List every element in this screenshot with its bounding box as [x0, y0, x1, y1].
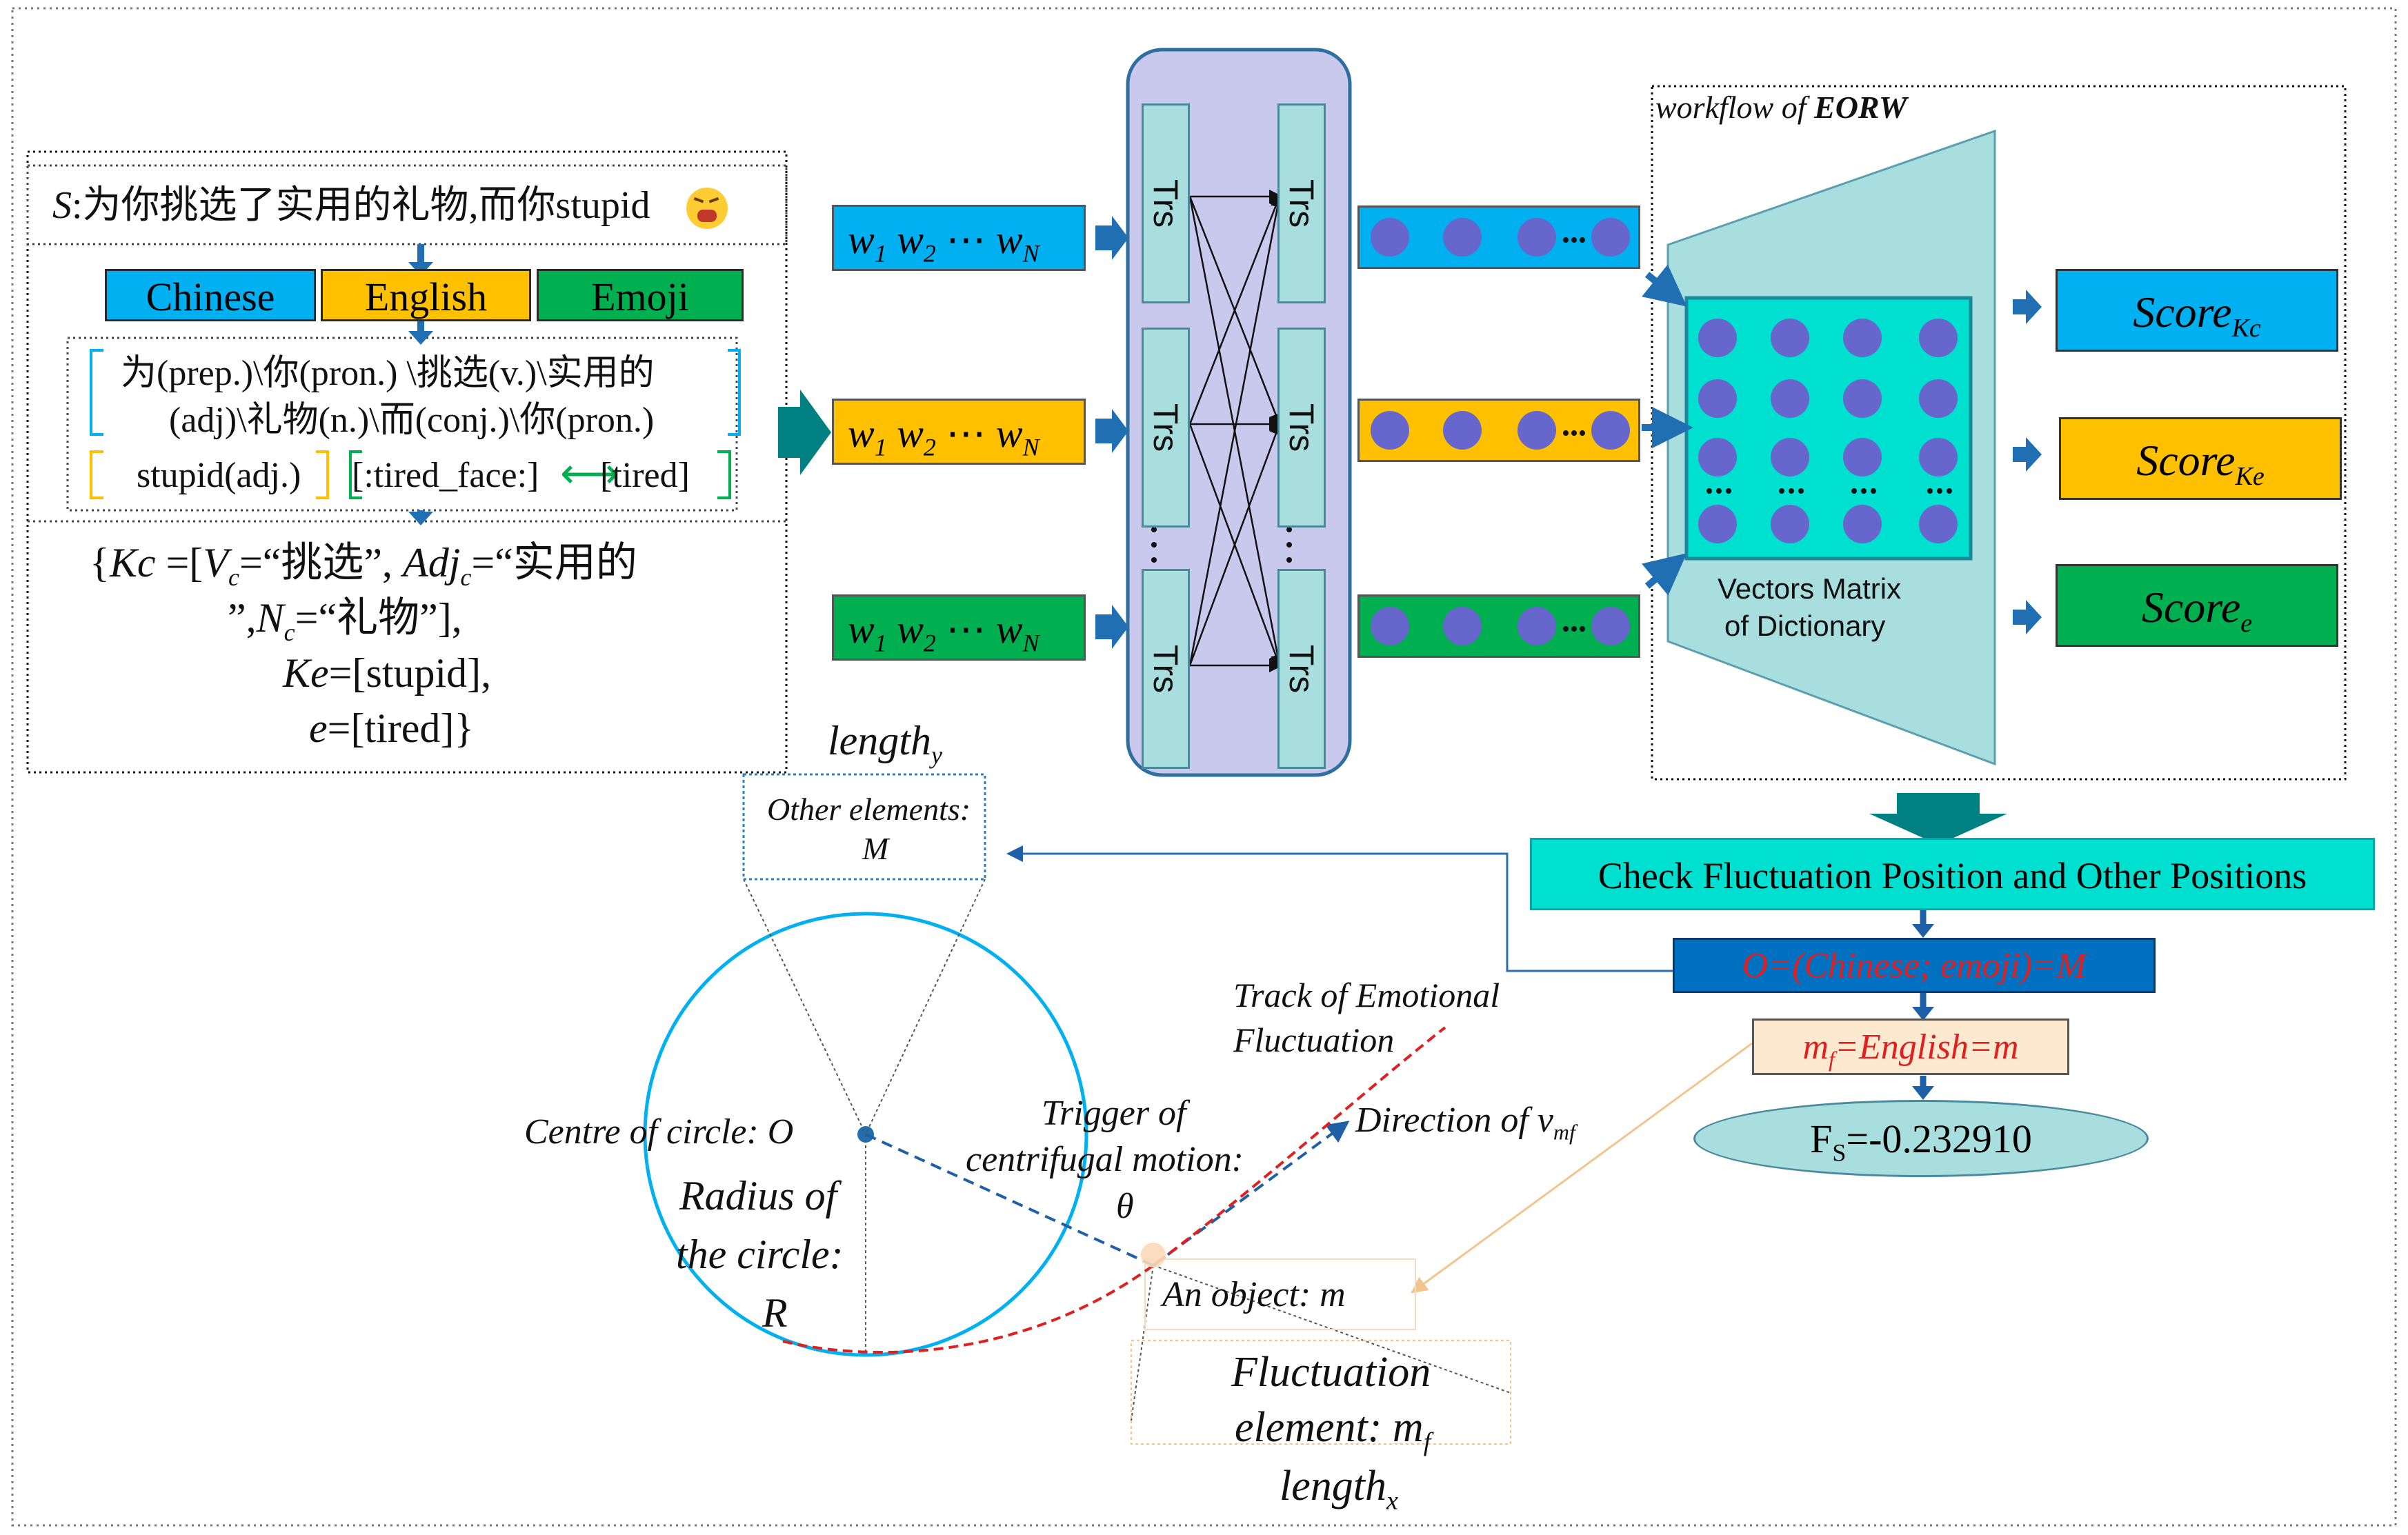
other-elements-symbol: M	[862, 831, 889, 866]
vector-output-chinese	[1357, 205, 1640, 269]
trs-block-left-1: Trs	[1142, 103, 1190, 303]
o-equals-box: O=(Chinese; emoji)=M	[1673, 938, 2156, 993]
double-arrow-icon: ⟷	[560, 450, 620, 496]
score-e: Scoree	[2056, 564, 2338, 647]
length-x-label: lengthx	[1280, 1463, 1398, 1516]
radius-label-1: Radius of	[679, 1173, 837, 1218]
keys-line-1: {Kc =[Vc=“挑选”, Adjc=“实用的	[90, 540, 637, 591]
fluctuation-label-1: Fluctuation	[1231, 1349, 1431, 1396]
keys-line-3: Ke=[stupid],	[283, 650, 492, 696]
trs-block-right-2: Trs	[1277, 328, 1326, 528]
sentence-text: S:为你挑选了实用的礼物,而你stupid	[52, 184, 650, 227]
score-ke: ScoreKe	[2059, 417, 2342, 500]
radius-label-3: R	[762, 1290, 788, 1336]
down-arrow-3	[408, 512, 433, 525]
track-label-1: Track of Emotional	[1233, 976, 1500, 1014]
pos-emoji-code: [:tired_face:]	[352, 456, 539, 495]
fluctuation-box	[1131, 1340, 1511, 1445]
trs-block-right-3: Trs	[1277, 569, 1326, 769]
trigger-label-1: Trigger of	[1042, 1094, 1186, 1133]
word-sequence-emoji: w1 w2 ⋯ wN	[832, 594, 1086, 661]
fs-result-ellipse: FS=-0.232910	[1693, 1100, 2149, 1177]
pos-frame	[66, 337, 738, 512]
word-sequence-chinese: w1 w2 ⋯ wN	[832, 205, 1086, 271]
keys-line-2: ”,Nc=“礼物”],	[228, 595, 462, 646]
check-fluctuation-box: Check Fluctuation Position and Other Pos…	[1530, 838, 2375, 910]
matrix-label-1: Vectors Matrix	[1718, 572, 1902, 605]
trs-block-right-1: Trs	[1277, 103, 1326, 303]
tired-face-emoji-icon	[686, 188, 728, 229]
workflow-frame	[1651, 85, 2347, 781]
bracket-emoji	[349, 450, 362, 499]
trs-block-left-2: Trs	[1142, 328, 1190, 528]
fluctuation-track	[782, 1026, 1446, 1354]
track-label-2: Fluctuation	[1233, 1021, 1395, 1059]
pos-line-3: stupid(adj.)	[137, 456, 301, 495]
bracket-chinese	[90, 349, 103, 436]
direction-label: Direction of vmf	[1355, 1101, 1575, 1145]
outer-frame	[11, 7, 2397, 1527]
pos-emoji-word: [tired]	[600, 456, 690, 495]
workflow-label: workflow of EORW	[1655, 90, 1907, 125]
big-down-arrow	[1869, 793, 2007, 845]
matrix-label-2: of Dictionary	[1724, 610, 1886, 642]
keys-line-4: e=[tired]}	[309, 705, 475, 751]
vector-output-english	[1357, 399, 1640, 462]
trs-connections	[1188, 190, 1285, 672]
other-elements-box	[742, 773, 986, 881]
mf-link	[1411, 1042, 1753, 1294]
vector-output-emoji	[1357, 594, 1640, 658]
word-sequence-english: w1 w2 ⋯ wN	[832, 399, 1086, 465]
object-label: An object: m	[1162, 1275, 1346, 1314]
centre-label: Centre of circle: O	[524, 1112, 794, 1152]
score-kc: ScoreKc	[2056, 269, 2338, 352]
pos-line-2: (adj)\礼物(n.)\而(conj.)\你(pron.)	[169, 401, 655, 440]
fluctuation-label-2: element: mf	[1235, 1404, 1431, 1457]
radius-label-2: the circle:	[676, 1232, 844, 1277]
trs-block-left-3: Trs	[1142, 569, 1190, 769]
object-box	[1144, 1258, 1416, 1330]
bracket-english	[90, 450, 103, 499]
down-arrow-2	[408, 331, 433, 345]
language-english: English	[321, 269, 531, 321]
motion-circle	[643, 912, 1088, 1357]
other-elements-link	[1006, 845, 1673, 972]
big-teal-arrow	[778, 390, 831, 475]
pos-line-1: 为(prep.)\你(pron.) \挑选(v.)\实用的	[121, 354, 655, 393]
sentence-frame	[26, 164, 788, 245]
language-emoji: Emoji	[537, 269, 744, 321]
matrix-dots	[1698, 319, 1958, 543]
other-elements-label: Other elements:	[767, 792, 971, 827]
trigger-label-3: θ	[1116, 1187, 1134, 1226]
length-y-label: lengthy	[828, 718, 942, 769]
mf-equals-box: mf=English=m	[1752, 1019, 2069, 1075]
object-dot	[1141, 1243, 1166, 1267]
trigger-label-2: centrifugal motion:	[966, 1140, 1244, 1179]
language-chinese: Chinese	[105, 269, 316, 321]
